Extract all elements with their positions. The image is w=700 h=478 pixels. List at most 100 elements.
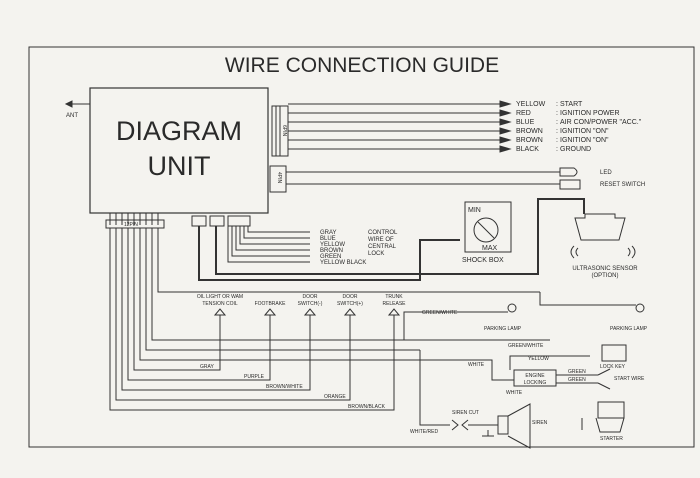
wire-sep: :	[556, 119, 558, 126]
wire-color: BROWN	[516, 137, 543, 144]
lock-wires	[227, 226, 310, 263]
input-arrows	[213, 308, 401, 316]
input-label: DOOR	[343, 294, 358, 300]
shock-box	[464, 201, 512, 253]
lock-wire-label: BROWN	[320, 248, 343, 254]
shock-knob-pointer	[477, 221, 495, 239]
diagram-unit-box	[89, 87, 269, 214]
connector-12pin	[105, 219, 165, 229]
unit-bottom-pins	[109, 213, 159, 225]
lock-note: CENTRAL	[368, 244, 397, 250]
start-wire-label: START WIRE	[614, 376, 645, 382]
lock-key-icon	[601, 344, 627, 362]
parking-wire-1-label: GREEN/WHITE	[422, 310, 458, 316]
ant-arrow-icon	[64, 100, 73, 108]
engine-locking-box	[513, 369, 557, 387]
lock-note: CONTROL	[368, 230, 398, 236]
engine-green-1: GREEN	[568, 369, 586, 375]
connector-lock	[227, 215, 251, 227]
diagram-frame	[28, 46, 695, 448]
connector-b	[209, 215, 225, 227]
input-wire-label: GRAY	[200, 364, 214, 370]
input-label: SWITCH(-)	[298, 301, 323, 307]
starter-icon	[597, 401, 625, 419]
siren-horn-icon	[507, 403, 531, 449]
input-wire-labels: GRAY PURPLE BROWN/WHITE ORANGE BROWN/BLA…	[200, 364, 386, 410]
parking-lamp-1-icon	[507, 303, 517, 313]
ultrasonic-wire	[215, 198, 585, 275]
input-wire-label: BROWN/WHITE	[266, 384, 303, 390]
parking-lamp-2-label: PARKING LAMP	[610, 326, 648, 332]
engine-white-2: WHITE	[506, 390, 523, 396]
wire-function: AIR CON/POWER "ACC."	[560, 119, 642, 126]
lock-note: LOCK	[368, 251, 384, 257]
wire-color: BROWN	[516, 128, 543, 135]
parking-lamp-2-icon	[635, 303, 645, 313]
input-label: RELEASE	[382, 301, 406, 307]
lock-wire-label: YELLOW	[320, 242, 345, 248]
engine-box-line2: LOCKING	[524, 380, 547, 386]
engine-white-wire	[440, 359, 514, 381]
engine-white-label: WHITE	[468, 362, 485, 368]
ultrasonic-option: (OPTION)	[592, 273, 619, 279]
wire-color: YELLOW	[516, 101, 546, 108]
siren-label: SIREN	[532, 420, 548, 426]
left-wire-bundle	[109, 228, 540, 411]
lock-wire-label: YELLOW BLACK	[320, 260, 366, 266]
input-label: SWITCH(+)	[337, 301, 363, 307]
input-label: OIL LIGHT OR WAM	[197, 294, 243, 300]
input-wire-label: PURPLE	[244, 374, 265, 380]
start-wire-switch-icon	[597, 368, 611, 390]
lock-note: WIRE OF	[368, 237, 394, 243]
page-title: WIRE CONNECTION GUIDE	[225, 54, 499, 77]
siren-body	[497, 415, 509, 435]
wire-function: START	[560, 101, 583, 108]
parking-wire-2	[539, 292, 636, 306]
connector-a	[191, 215, 207, 227]
shock-box-label: SHOCK BOX	[462, 257, 504, 264]
engine-box-line1: ENGINE	[525, 373, 545, 379]
wire-sep: :	[556, 128, 558, 135]
wire-sep: :	[556, 146, 558, 153]
starter-base	[595, 417, 625, 433]
power-wires	[288, 103, 500, 150]
wire-color: BLUE	[516, 119, 535, 126]
power-arrows	[499, 100, 512, 153]
engine-yellow-label: YELLOW	[528, 356, 549, 362]
connector-6pin-label: 6PIN	[281, 125, 287, 137]
shock-box-wire	[198, 226, 460, 281]
parking-lamp-1-label: PARKING LAMP	[484, 326, 522, 332]
wire-function: IGNITION "ON"	[560, 128, 609, 135]
parking-wire-1	[403, 311, 508, 340]
reset-switch-label: RESET SWITCH	[600, 182, 645, 188]
connector-12pin-label: 12PIN	[124, 222, 138, 228]
lock-key-label: LOCK KEY	[600, 364, 626, 370]
ultrasonic-sensor-icon	[574, 213, 626, 241]
input-label: TENSION COIL	[202, 301, 238, 307]
siren-cut-icon	[451, 419, 459, 431]
lock-wire-label: GREEN	[320, 254, 341, 260]
wave-right-icon	[627, 245, 636, 259]
led-label: LED	[600, 170, 612, 176]
unit-label-line2: UNIT	[148, 151, 211, 181]
unit-label-line1: DIAGRAM	[116, 116, 242, 146]
input-label: TRUNK	[385, 294, 403, 300]
starter-label: STARTER	[600, 436, 623, 442]
shock-min-label: MIN	[468, 207, 481, 214]
connector-4pin-label: 4PIN	[276, 172, 282, 184]
input-wire-label: ORANGE	[324, 394, 346, 400]
connector-4pin	[269, 165, 287, 193]
led-icon	[559, 167, 578, 177]
wire-sep: :	[556, 137, 558, 144]
input-wire-label: BROWN/BLACK	[348, 404, 386, 410]
reset-switch-icon	[559, 179, 581, 190]
lock-wire-label: BLUE	[320, 236, 336, 242]
shock-knob-icon	[473, 217, 499, 243]
wire-sep: :	[556, 110, 558, 117]
input-label: DOOR	[303, 294, 318, 300]
parking-wire-2-label: GREEN/WHITE	[508, 343, 544, 349]
siren-cut-icon	[461, 419, 469, 431]
engine-yellow-wire	[509, 355, 590, 370]
engine-green-2: GREEN	[568, 377, 586, 383]
